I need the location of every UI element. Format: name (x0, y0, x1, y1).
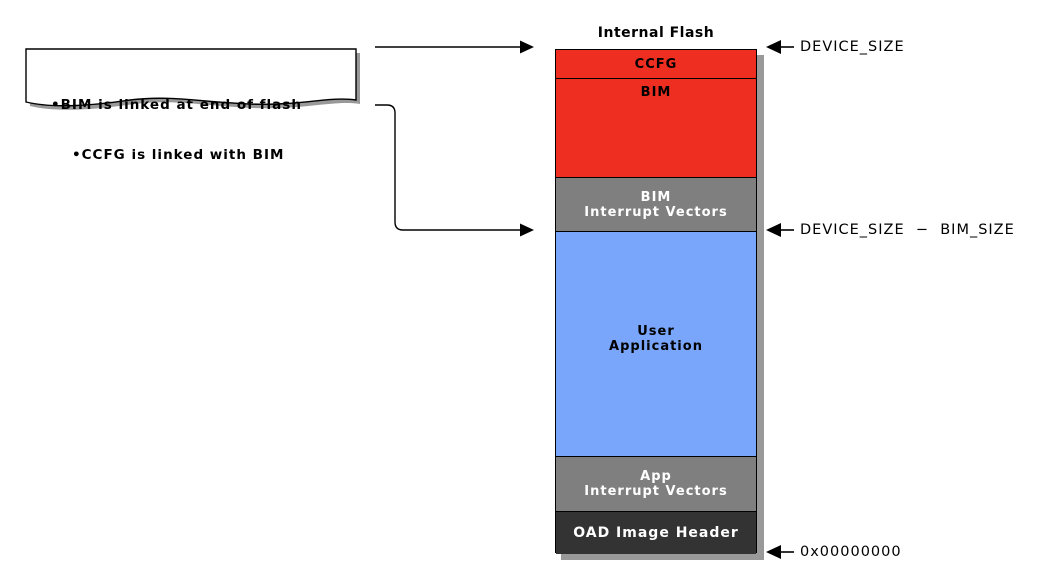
section-label: User (637, 324, 675, 339)
flash-section-bim: BIM (556, 78, 756, 177)
flash-section-oad-image-header: OAD Image Header (556, 511, 756, 554)
section-label: App (640, 469, 672, 484)
section-label: Application (609, 339, 703, 354)
note-line: •CCFG is linked with BIM (72, 146, 285, 163)
device-size-minus-bim-pointer (766, 223, 794, 237)
note-line: •BIM is linked at end of flash (51, 97, 302, 113)
connector-bottom-line (375, 104, 521, 231)
section-label: CCFG (634, 56, 678, 72)
arrow-right-icon (520, 40, 534, 54)
flash-section-user-application: User Application (556, 231, 756, 456)
flash-section-app-interrupt-vectors: App Interrupt Vectors (556, 456, 756, 511)
section-label: BIM (640, 85, 672, 100)
note-callout: •BIM is linked at end of flash •CCFG is … (26, 64, 356, 196)
section-label: BIM (640, 189, 672, 205)
arrow-left-icon (766, 223, 781, 237)
arrow-left-icon (766, 545, 781, 559)
device-size-pointer (766, 40, 794, 54)
arrow-right-icon (520, 223, 534, 237)
address-label-device-size-minus-bim-size: DEVICE_SIZE − BIM_SIZE (800, 222, 1015, 238)
flash-title: Internal Flash (597, 25, 715, 41)
address-label-origin: 0x00000000 (800, 544, 902, 560)
flash-column: CCFG BIM BIM Interrupt Vectors User Appl… (555, 49, 757, 554)
section-label: Interrupt Vectors (584, 204, 728, 220)
section-label: Interrupt Vectors (584, 484, 728, 499)
address-label-device-size: DEVICE_SIZE (800, 39, 905, 55)
flash-section-ccfg: CCFG (556, 50, 756, 78)
origin-pointer (766, 545, 794, 559)
section-label: OAD Image Header (573, 524, 739, 541)
flash-section-bim-interrupt-vectors: BIM Interrupt Vectors (556, 177, 756, 231)
arrow-left-icon (766, 40, 781, 54)
